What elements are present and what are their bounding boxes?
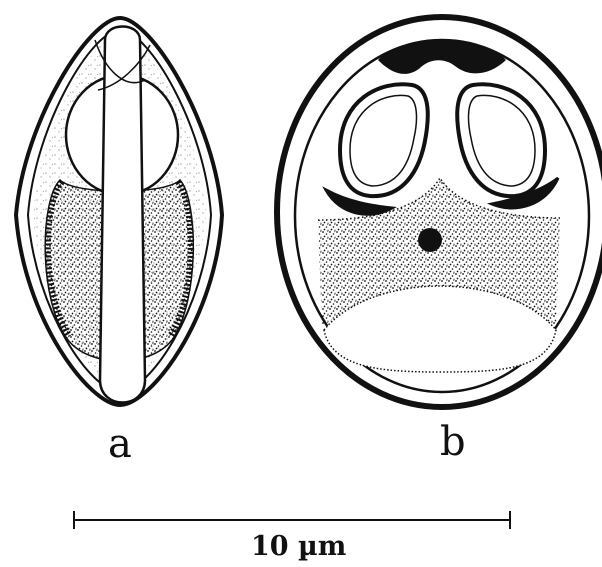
panel-label-a: a: [108, 424, 132, 464]
panel-label-b: b: [440, 422, 466, 462]
scale-bar-label: 10 µm: [251, 533, 346, 560]
spore-b-nucleus: [418, 228, 442, 252]
scale-bar: [74, 511, 510, 529]
spore-b: [277, 17, 602, 407]
spore-a: [16, 18, 222, 405]
